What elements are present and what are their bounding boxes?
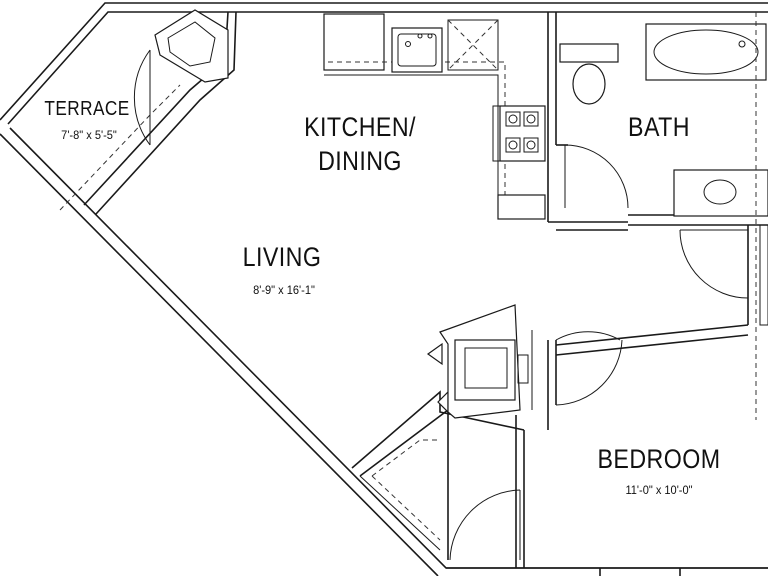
terrace-label: TERRACE [44, 98, 130, 120]
bath-fixtures [559, 23, 768, 217]
bedroom-dimensions: 11'-0" x 10'-0" [625, 483, 693, 497]
living-dimensions: 8'-9" x 16'-1" [253, 283, 315, 297]
laundry-closet [439, 304, 533, 419]
living-label: LIVING [242, 242, 322, 272]
bedroom-walls [449, 324, 749, 568]
bath-label: BATH [628, 112, 690, 142]
kitchen-label-line2: DINING [318, 146, 402, 176]
right-closet [679, 224, 768, 326]
bedroom-label: BEDROOM [597, 444, 721, 474]
kitchen-label-line1: KITCHEN/ [304, 112, 416, 142]
terrace-closet [154, 9, 229, 83]
terrace-dimensions: 7'-8" x 5'-5" [61, 128, 117, 142]
kitchen-counter [323, 13, 546, 220]
